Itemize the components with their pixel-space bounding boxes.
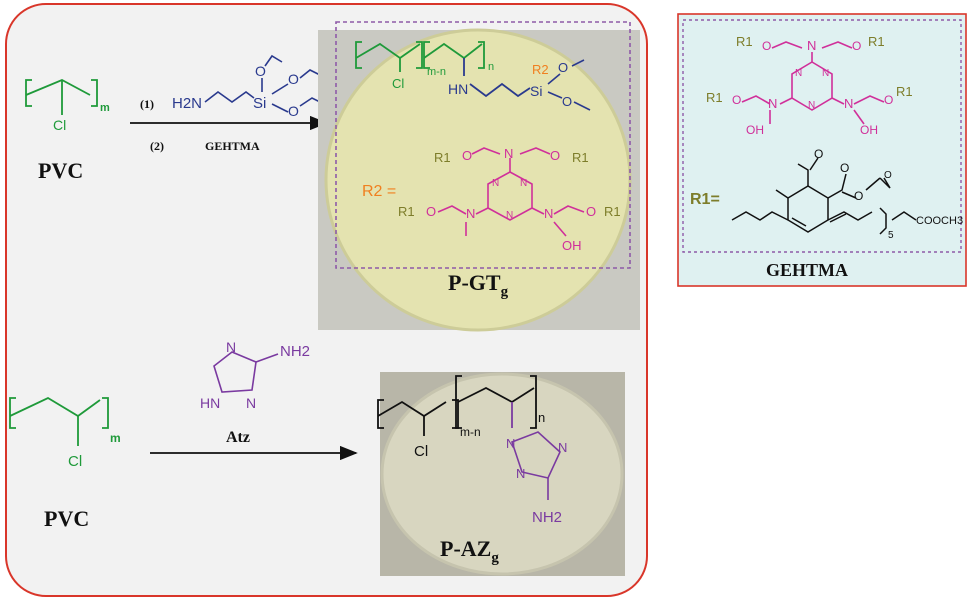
gehtma-triazine-ring (741, 41, 885, 125)
step-2-number: (2) (150, 139, 164, 153)
r2-oh: OH (562, 238, 582, 253)
gehtma-n-right: N (844, 96, 853, 111)
r2-definition-label: R2 = (362, 183, 396, 200)
r1-o-ester: O (840, 161, 849, 175)
aminosilane-reagent: H2N Si O O O (172, 54, 325, 119)
p-azg-cl: Cl (414, 443, 428, 460)
pvc-monomer-top (25, 79, 98, 115)
p-azg-chain (377, 375, 537, 436)
gehtma-panel (677, 13, 967, 287)
gehtma-oh-left: OH (746, 123, 764, 137)
p-azg-sub-mn: m-n (460, 425, 481, 439)
r2-n-top: N (504, 146, 513, 161)
step-1-number: (1) (140, 97, 154, 111)
p-gtg-r2: R2 (532, 62, 549, 77)
atz-n1: N (226, 339, 236, 355)
pvc-bottom-label: PVC (44, 506, 89, 531)
p-azg-label: P-AZg (440, 536, 499, 566)
p-gtg-label-main: P-GT (448, 270, 501, 295)
gehtma-r1-topleft: R1 (736, 34, 753, 49)
p-azg-label-main: P-AZ (440, 536, 491, 561)
gehtma-panel-title: GEHTMA (766, 260, 848, 280)
p-gtg-si: Si (530, 83, 542, 99)
p-azg-nh2: NH2 (532, 509, 562, 526)
p-gtg-hn: HN (448, 81, 468, 97)
gehtma-r1-topright: R1 (868, 34, 885, 49)
r2-ring-n2: N (520, 178, 527, 189)
p-gtg-o1: O (558, 60, 568, 75)
gehtma-n-left: N (768, 96, 777, 111)
r2-r1-topright: R1 (572, 150, 589, 165)
aminosilane-h2n: H2N (172, 95, 202, 112)
pvc-bottom-cl: Cl (68, 453, 82, 470)
r2-r1-topleft: R1 (434, 150, 451, 165)
gehtma-o-topright: O (852, 39, 861, 53)
pvc-top-label: PVC (38, 158, 83, 183)
atz-n2: N (246, 395, 256, 411)
gehtma-dashed-box (682, 19, 962, 253)
r2-o-left: O (426, 204, 436, 219)
r2-ring-n3: N (506, 210, 513, 221)
p-gtg-label: P-GTg (448, 270, 509, 300)
pvc-top-sub-m: m (100, 102, 110, 114)
gehtma-ring-n1: N (795, 68, 802, 79)
r2-o-topright: O (550, 148, 560, 163)
p-gtg-chain (355, 41, 531, 98)
p-azg-triazole (510, 431, 561, 500)
p-gtg-o2: O (562, 94, 572, 109)
r1-structure (731, 157, 917, 235)
pvc-bottom-sub-m: m (110, 431, 121, 445)
p-azg-n1: N (506, 436, 515, 451)
gehtma-o-left: O (732, 93, 741, 107)
r2-triazine-ring (437, 147, 585, 237)
r2-ring-n1: N (492, 178, 499, 189)
gehtma-o-topleft: O (762, 39, 771, 53)
gehtma-n-top: N (807, 38, 816, 53)
r2-o-topleft: O (462, 148, 472, 163)
pvc-top-cl: Cl (53, 117, 66, 133)
r1-o-ketone: O (814, 147, 823, 161)
p-gtg-label-sub: g (501, 284, 509, 300)
aminosilane-si: Si (253, 95, 266, 112)
atz-label: Atz (226, 429, 250, 446)
aminosilane-o3: O (288, 103, 299, 119)
r1-o-epoxide: O (884, 170, 892, 181)
r1-o-link: O (854, 189, 863, 203)
gehtma-oh-right: OH (860, 123, 878, 137)
p-gtg-cl: Cl (392, 76, 404, 91)
r2-n-left: N (466, 206, 475, 221)
gehtma-ring-n2: N (822, 68, 829, 79)
aminosilane-o2: O (288, 71, 299, 87)
r2-o-right: O (586, 204, 596, 219)
aminosilane-o1: O (255, 63, 266, 79)
gehtma-ring-n3: N (808, 100, 815, 111)
r2-r1-left: R1 (398, 204, 415, 219)
r1-cooch3: COOCH3 (916, 215, 963, 227)
p-azg-n3: N (516, 466, 525, 481)
p-azg-sub-n: n (538, 410, 545, 425)
p-azg-n2: N (558, 440, 567, 455)
r1-sub-5: 5 (888, 230, 894, 241)
gehtma-r1-right: R1 (896, 84, 913, 99)
gehtma-r1-left: R1 (706, 90, 723, 105)
gehtma-r1-definition-label: R1= (690, 191, 720, 208)
p-gtg-sub-mn: m-n (427, 66, 446, 78)
pvc-monomer-bottom (9, 396, 109, 446)
r2-n-right: N (544, 206, 553, 221)
p-gtg-dashed-box (335, 21, 631, 269)
p-azg-label-sub: g (491, 550, 499, 566)
step-2-reagent: GEHTMA (205, 139, 260, 153)
atz-hn: HN (200, 395, 220, 411)
gehtma-o-right: O (884, 93, 893, 107)
p-gtg-sub-n: n (488, 61, 494, 73)
r2-r1-right: R1 (604, 204, 621, 219)
atz-reagent (213, 351, 279, 393)
p-azg-film-photo (380, 372, 625, 576)
atz-nh2: NH2 (280, 343, 310, 360)
